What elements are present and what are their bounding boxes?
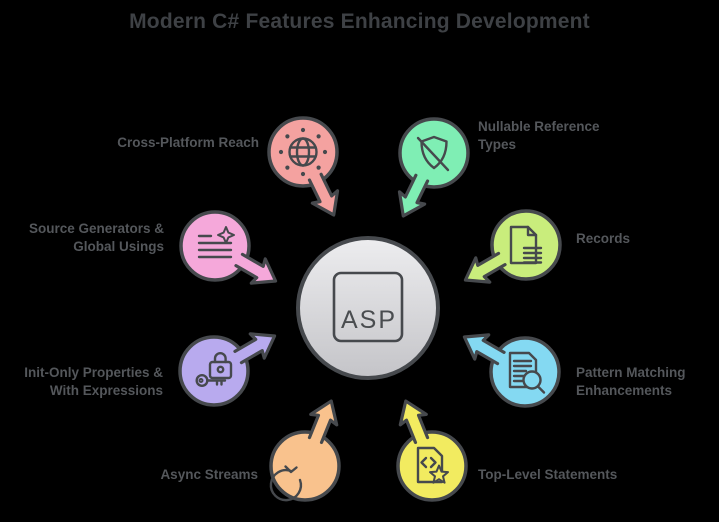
node-bubble: [179, 210, 251, 282]
node-top-level-statements: [396, 399, 468, 502]
node-source-generators-global-usings: [179, 210, 278, 285]
arrow-to-center: [398, 399, 430, 445]
node-bubble: [490, 209, 562, 281]
circular-arrow-icon: [269, 465, 303, 502]
node-bubble: [269, 430, 341, 502]
node-records: [463, 209, 562, 284]
shield-off-icon: [416, 135, 450, 172]
center-node: ASP: [296, 236, 440, 380]
node-cross-platform-reach: [267, 116, 340, 217]
asp-frame: [332, 271, 404, 343]
center-label: ASP: [341, 306, 397, 334]
node-label-top-level-statements: Top-Level Statements: [478, 467, 618, 482]
lock-key-icon: [195, 352, 233, 388]
node-async-streams: [269, 399, 341, 502]
node-nullable-reference-types: [397, 117, 470, 218]
arrow-to-center: [463, 251, 507, 284]
arrow-to-center: [234, 252, 278, 285]
node-bubble: [398, 117, 470, 189]
node-label-init-only-properties: Init-Only Properties & With Expressions: [24, 365, 163, 398]
node-pattern-matching-enhancements: [462, 333, 561, 408]
node-label-source-generators-global-usings: Source Generators & Global Usings: [28, 221, 164, 254]
node-label-pattern-matching-enhancements: Pattern Matching Enhancements: [576, 365, 686, 398]
node-init-only-properties: [178, 332, 277, 407]
document-search-icon: [508, 351, 546, 394]
node-label-async-streams: Async Streams: [160, 467, 258, 482]
arrow-to-center: [307, 172, 340, 217]
arrow-to-center: [307, 399, 339, 445]
list-sparkle-icon: [197, 226, 235, 259]
globe-dots: [278, 127, 328, 177]
arrow-to-center: [462, 333, 506, 366]
node-label-cross-platform-reach: Cross-Platform Reach: [117, 135, 259, 150]
document-icon: [509, 225, 543, 265]
page-title: Modern C# Features Enhancing Development: [129, 10, 590, 33]
arrow-to-center: [233, 332, 277, 365]
node-bubble: [178, 335, 250, 407]
globe-icon: [278, 127, 328, 177]
center-circle: [296, 236, 440, 380]
arrow-to-center: [397, 173, 430, 218]
code-file-star-icon: [416, 446, 449, 484]
node-label-records: Records: [576, 231, 631, 246]
node-label-nullable-reference-types: Nullable Reference Types: [478, 119, 600, 152]
